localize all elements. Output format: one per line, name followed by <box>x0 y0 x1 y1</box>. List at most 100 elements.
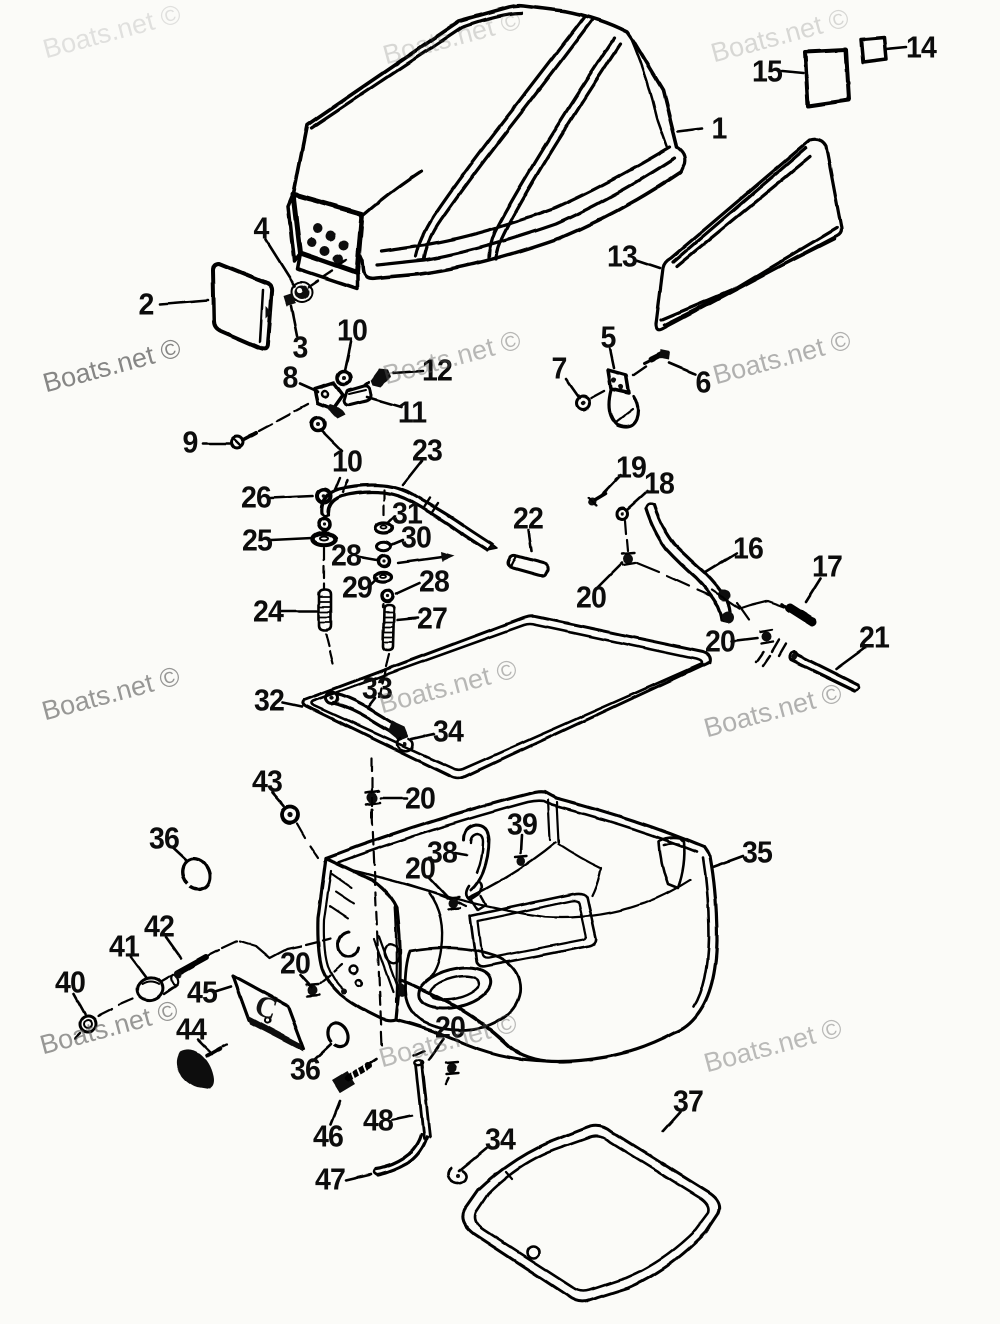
leader-line-10 <box>319 428 344 453</box>
part-callout-31[interactable]: 31 <box>392 495 423 531</box>
drawing-latch-bracket-stroke <box>575 395 591 411</box>
part-callout-42[interactable]: 42 <box>144 908 175 944</box>
part-callout-20[interactable]: 20 <box>280 945 311 981</box>
drawing-knob-cluster-stroke <box>135 976 165 1002</box>
part-callout-5[interactable]: 5 <box>600 319 617 355</box>
drawing-lift-lever-stroke <box>780 602 788 609</box>
part-callout-48[interactable]: 48 <box>363 1102 394 1138</box>
part-callout-21[interactable]: 21 <box>859 619 890 655</box>
leader-line-19 <box>598 473 623 499</box>
part-callout-47[interactable]: 47 <box>315 1161 346 1197</box>
drawing-latch-hardware-stroke <box>320 389 330 399</box>
drawing-latch-bracket-stroke <box>659 349 670 360</box>
part-callout-38[interactable]: 38 <box>427 834 458 870</box>
part-callout-20[interactable]: 20 <box>435 1009 466 1045</box>
part-callout-20[interactable]: 20 <box>705 623 736 659</box>
part-callout-45[interactable]: 45 <box>187 974 218 1010</box>
leader-line-29 <box>368 576 379 587</box>
part-callout-41[interactable]: 41 <box>109 928 140 964</box>
part-callout-10[interactable]: 10 <box>332 443 363 479</box>
drawing-fastener-column-right-stroke <box>372 570 394 584</box>
drawing-access-plate-stroke <box>295 285 309 299</box>
part-callout-29[interactable]: 29 <box>342 569 373 605</box>
leader-line-3 <box>289 304 299 338</box>
drawing-lift-lever-stroke <box>785 603 817 627</box>
part-callout-11[interactable]: 11 <box>397 394 427 430</box>
part-callout-37[interactable]: 37 <box>673 1083 704 1119</box>
drawing-lower-cowl-stroke <box>447 1063 457 1073</box>
part-callout-9[interactable]: 9 <box>182 424 199 460</box>
leader-line-20 <box>595 561 624 590</box>
part-callout-7[interactable]: 7 <box>551 350 568 386</box>
part-callout-17[interactable]: 17 <box>812 548 843 584</box>
leader-line-48 <box>390 1114 414 1122</box>
part-callout-26[interactable]: 26 <box>241 479 272 515</box>
leader-line-36 <box>311 1042 333 1063</box>
part-callout-28[interactable]: 28 <box>331 537 362 573</box>
drawing-lift-lever-stroke <box>623 519 630 553</box>
part-callout-4[interactable]: 4 <box>253 210 270 246</box>
drawing-lift-lever-stroke <box>770 638 788 658</box>
drawing-knob-cluster-stroke <box>231 974 306 1051</box>
drawing-seal-ring <box>301 614 712 780</box>
part-callout-28[interactable]: 28 <box>419 563 450 599</box>
part-callout-34[interactable]: 34 <box>433 713 464 749</box>
drawing-lower-cowl-stroke <box>513 854 529 859</box>
part-callout-10[interactable]: 10 <box>337 312 368 348</box>
part-callout-15[interactable]: 15 <box>752 53 783 89</box>
part-callout-33[interactable]: 33 <box>362 670 393 706</box>
part-callout-6[interactable]: 6 <box>695 364 712 400</box>
drawing-access-plate-stroke <box>307 258 348 289</box>
drawing-access-plate-stroke <box>297 287 303 293</box>
part-callout-40[interactable]: 40 <box>55 964 86 1000</box>
drawing-lower-cowl-stroke <box>280 805 300 825</box>
part-callout-22[interactable]: 22 <box>513 500 544 536</box>
part-callout-46[interactable]: 46 <box>313 1118 344 1154</box>
part-callout-14[interactable]: 14 <box>906 29 937 65</box>
drawing-lower-cowl-stroke <box>444 1060 461 1076</box>
part-callout-32[interactable]: 32 <box>254 682 285 718</box>
part-callout-39[interactable]: 39 <box>507 806 538 842</box>
part-callout-25[interactable]: 25 <box>242 522 273 558</box>
leader-line-35 <box>711 854 745 869</box>
leader-line-4 <box>264 238 297 288</box>
drawing-knob-cluster-stroke <box>456 1174 460 1178</box>
part-callout-3[interactable]: 3 <box>292 329 309 365</box>
part-callout-27[interactable]: 27 <box>417 600 448 636</box>
part-callout-20[interactable]: 20 <box>405 850 436 886</box>
drawing-knob-cluster-stroke <box>412 1049 427 1058</box>
drawing-top-cowl-stroke <box>379 145 672 253</box>
drawing-knob-cluster-stroke <box>384 1152 413 1167</box>
part-callout-30[interactable]: 30 <box>401 519 432 555</box>
drawing-lower-cowl-stroke <box>184 881 193 890</box>
part-callout-43[interactable]: 43 <box>252 763 283 799</box>
part-callout-44[interactable]: 44 <box>176 1011 207 1047</box>
drawing-lift-lever-stroke <box>722 611 734 623</box>
drawing-access-plate-stroke <box>258 288 265 344</box>
part-callout-13[interactable]: 13 <box>607 238 638 274</box>
part-callout-12[interactable]: 12 <box>422 352 453 388</box>
part-callout-24[interactable]: 24 <box>253 593 284 629</box>
drawing-seal-ring-stroke <box>395 736 415 753</box>
drawing-top-cowl-stroke-stroke <box>307 237 317 247</box>
part-callout-16[interactable]: 16 <box>733 530 764 566</box>
part-callout-19[interactable]: 19 <box>616 449 647 485</box>
part-callout-1[interactable]: 1 <box>711 110 728 146</box>
drawing-lower-cowl-stroke <box>448 898 458 908</box>
drawing-top-cowl-stroke <box>286 192 302 263</box>
part-callout-34[interactable]: 34 <box>485 1121 516 1157</box>
leader-line-45 <box>213 985 233 994</box>
part-callout-36[interactable]: 36 <box>149 820 180 856</box>
part-callout-18[interactable]: 18 <box>644 465 675 501</box>
part-callout-36[interactable]: 36 <box>290 1051 321 1087</box>
drawing-latch-rod-stroke <box>333 476 350 494</box>
part-callout-35[interactable]: 35 <box>742 834 773 870</box>
part-callout-8[interactable]: 8 <box>282 359 299 395</box>
part-callout-20[interactable]: 20 <box>405 780 436 816</box>
part-callout-2[interactable]: 2 <box>138 286 155 322</box>
part-callout-23[interactable]: 23 <box>412 432 443 468</box>
leader-line-32 <box>281 700 304 708</box>
drawing-side-panel-stroke <box>675 155 812 268</box>
part-callout-20[interactable]: 20 <box>576 579 607 615</box>
drawing-fastener-column-right-stroke <box>385 594 389 598</box>
